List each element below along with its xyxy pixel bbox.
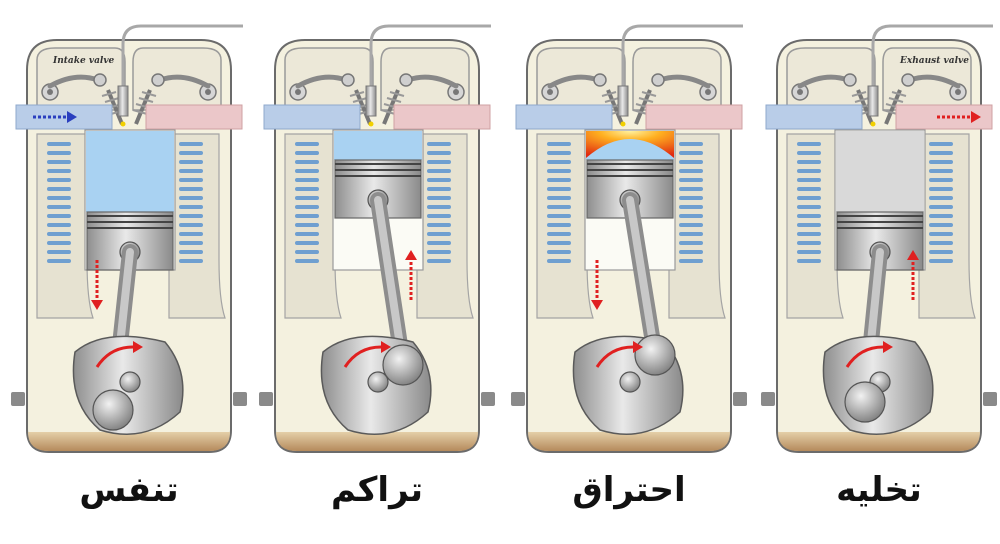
coolant-jacket-right bbox=[918, 133, 976, 319]
rocker-exhaust bbox=[380, 73, 465, 125]
chamber-charge bbox=[334, 131, 422, 160]
crankshaft bbox=[822, 335, 934, 436]
spark-tip bbox=[368, 121, 374, 127]
chamber-charge bbox=[86, 131, 174, 212]
crank-pin bbox=[382, 344, 424, 386]
spark-tip bbox=[870, 121, 876, 127]
stroke-label-intake: تنفس bbox=[79, 470, 179, 510]
stroke-label-compression: تراکم bbox=[330, 470, 423, 510]
rocker-exhaust bbox=[132, 73, 217, 125]
rotation-arrow bbox=[343, 345, 382, 368]
rotation-arrow bbox=[95, 345, 134, 368]
crankshaft bbox=[572, 334, 684, 436]
bolt-right bbox=[733, 392, 747, 406]
bolt-left bbox=[11, 392, 25, 406]
rotation-arrow bbox=[595, 345, 634, 368]
stroke-label-combustion: احتراق bbox=[572, 470, 686, 510]
stroke-label-exhaust: تخلیه bbox=[836, 470, 922, 510]
coolant-jacket-left bbox=[786, 133, 844, 319]
engine-exhaust: Exhaust valve bbox=[761, 24, 997, 453]
oil-sump bbox=[778, 432, 980, 451]
combustion-flame bbox=[586, 131, 674, 158]
exhaust-port bbox=[645, 104, 743, 130]
rocker-intake bbox=[289, 73, 374, 125]
fuel-line bbox=[121, 24, 243, 104]
spark-plug bbox=[867, 85, 879, 117]
intake-port bbox=[765, 104, 863, 130]
bolt-left bbox=[259, 392, 273, 406]
chamber-charge bbox=[836, 131, 924, 212]
rocker-intake bbox=[791, 73, 876, 125]
bolt-left bbox=[511, 392, 525, 406]
oil-sump bbox=[528, 432, 730, 451]
spark-tip bbox=[620, 121, 626, 127]
coolant-jacket-right bbox=[668, 133, 726, 319]
rotation-arrow bbox=[845, 345, 884, 368]
oil-sump bbox=[276, 432, 478, 451]
spark-plug bbox=[365, 85, 377, 117]
spark-tip bbox=[120, 121, 126, 127]
intake-port bbox=[515, 104, 613, 130]
exhaust-port bbox=[145, 104, 243, 130]
fuel-line bbox=[621, 24, 743, 104]
coolant-jacket-left bbox=[536, 133, 594, 319]
rocker-exhaust bbox=[632, 73, 717, 125]
intake-port bbox=[263, 104, 361, 130]
oil-sump bbox=[28, 432, 230, 451]
coolant-jacket-left bbox=[36, 133, 94, 319]
spark-plug bbox=[117, 85, 129, 117]
bolt-right bbox=[233, 392, 247, 406]
engine-compression bbox=[259, 24, 495, 453]
fuel-line bbox=[871, 24, 993, 104]
exhaust-port bbox=[393, 104, 491, 130]
valve-label: Exhaust valve bbox=[899, 56, 969, 66]
bolt-right bbox=[481, 392, 495, 406]
intake-port bbox=[15, 104, 113, 130]
crank-pin bbox=[844, 381, 886, 423]
crank-pin bbox=[92, 389, 134, 431]
crankshaft bbox=[320, 335, 432, 436]
crank-pin bbox=[634, 334, 676, 376]
engine-intake: Intake valve bbox=[11, 24, 247, 453]
spark-plug bbox=[617, 85, 629, 117]
rocker-intake bbox=[541, 73, 626, 125]
valve-label: Intake valve bbox=[52, 56, 115, 66]
coolant-jacket-right bbox=[416, 133, 474, 319]
coolant-jacket-right bbox=[168, 133, 226, 319]
bolt-left bbox=[761, 392, 775, 406]
engine-combustion bbox=[511, 24, 747, 453]
bolt-right bbox=[983, 392, 997, 406]
fuel-line bbox=[369, 24, 491, 104]
coolant-jacket-left bbox=[284, 133, 342, 319]
crankshaft bbox=[72, 335, 184, 436]
